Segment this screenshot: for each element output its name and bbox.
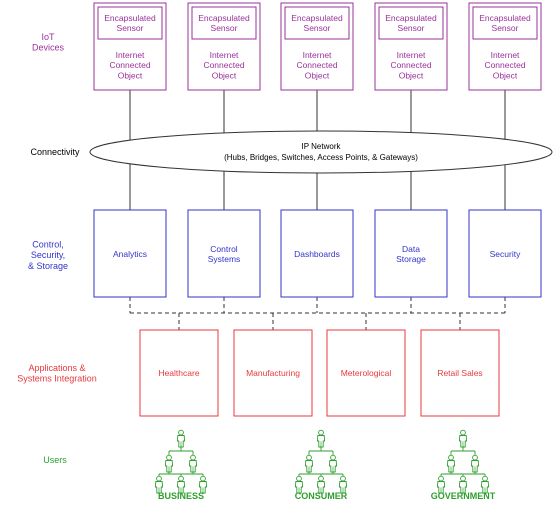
application-box-rect <box>326 329 406 417</box>
person-icon <box>154 475 164 494</box>
application-box-label: Healthcare <box>158 368 199 378</box>
application-box: Manufacturing <box>233 329 313 417</box>
user-group-label: GOVERNMENT <box>431 491 496 501</box>
user-group-label: BUSINESS <box>158 491 204 501</box>
sensor-box <box>284 6 350 40</box>
application-box-rect <box>139 329 219 417</box>
person-icon <box>176 475 186 494</box>
row-label-applications: Applications &Systems Integration <box>17 363 97 384</box>
application-box-label: Meterological <box>341 368 392 378</box>
user-group: CONSUMER <box>294 429 348 501</box>
control-box: Dashboards <box>280 209 354 298</box>
person-icon <box>164 454 174 473</box>
control-box-rect <box>93 209 167 298</box>
applications-row: Healthcare Manufacturing Meterological Reta… <box>139 329 500 417</box>
control-box: Security <box>468 209 542 298</box>
person-icon <box>198 475 208 494</box>
application-box: Healthcare <box>139 329 219 417</box>
application-box-label: Retail Sales <box>437 368 482 378</box>
person-icon <box>294 475 304 494</box>
control-box-rect <box>468 209 542 298</box>
ip-network-ellipse <box>89 130 553 174</box>
row-label-control-security-storage: Control,Security,& Storage <box>28 239 68 271</box>
person-icon <box>480 475 490 494</box>
person-icon <box>316 429 326 448</box>
person-icon <box>176 429 186 448</box>
control-box: Analytics <box>93 209 167 298</box>
control-box-rect <box>374 209 448 298</box>
people-group-icon <box>154 429 208 494</box>
person-icon <box>458 429 468 448</box>
people-group-icon <box>294 429 348 494</box>
application-box: Meterological <box>326 329 406 417</box>
person-icon <box>188 454 198 473</box>
person-icon <box>470 454 480 473</box>
application-box-label: Manufacturing <box>246 368 300 378</box>
ip-network: IP Network (Hubs, Bridges, Switches, Acce… <box>89 130 553 174</box>
control-box-rect <box>280 209 354 298</box>
person-icon <box>458 475 468 494</box>
user-group-label: CONSUMER <box>295 491 348 501</box>
control-box-label: Dashboards <box>294 249 340 259</box>
ip-network-title: IP Network <box>302 142 342 151</box>
application-box-rect <box>420 329 500 417</box>
person-icon <box>446 454 456 473</box>
sensor-box <box>472 6 538 40</box>
user-group: GOVERNMENT <box>431 429 496 501</box>
person-icon <box>338 475 348 494</box>
person-icon <box>436 475 446 494</box>
sensor-box <box>97 6 163 40</box>
sensor-box <box>191 6 257 40</box>
ip-network-subtitle: (Hubs, Bridges, Switches, Access Points,… <box>224 153 418 162</box>
row-label-users: Users <box>43 455 67 465</box>
row-label-connectivity: Connectivity <box>30 147 80 157</box>
users-row: BUSINESS CONSUMER GOVERNMENT <box>154 429 496 501</box>
people-group-icon <box>436 429 490 494</box>
person-icon <box>304 454 314 473</box>
application-box: Retail Sales <box>420 329 500 417</box>
sensor-box <box>378 6 444 40</box>
application-box-rect <box>233 329 313 417</box>
person-icon <box>316 475 326 494</box>
control-box-rect <box>187 209 261 298</box>
person-icon <box>328 454 338 473</box>
control-box-label: Analytics <box>113 249 147 259</box>
user-group: BUSINESS <box>154 429 208 501</box>
control-box-label: Security <box>490 249 521 259</box>
